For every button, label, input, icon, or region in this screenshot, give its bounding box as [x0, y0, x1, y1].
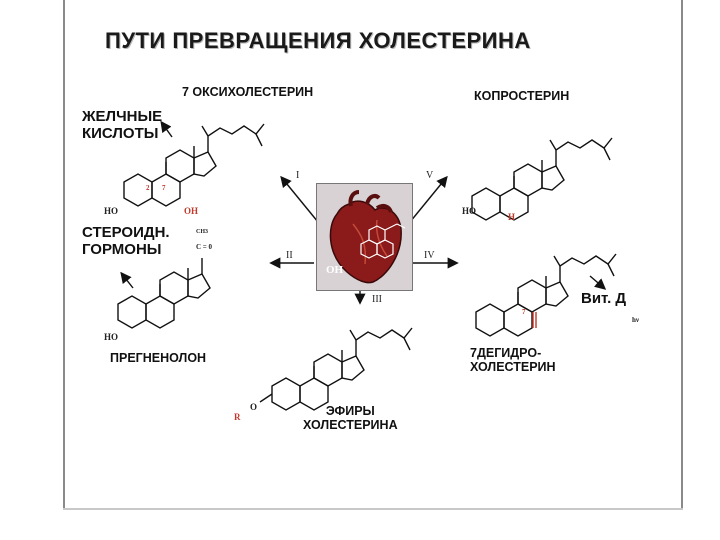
pathway-label-iii: III [372, 294, 382, 305]
label-steroid-hormones: СТЕРОИДН. ГОРМОНЫ [82, 224, 170, 259]
arrow-to-vitamin-d [589, 275, 607, 290]
oxychol-position-2: 2 [146, 184, 150, 192]
heart-oh-label: OH [326, 264, 344, 276]
molecule-7-dehydrocholesterol [475, 253, 617, 337]
arrow-path-i [280, 175, 319, 223]
molecule-cholesterol-ester [259, 327, 413, 411]
label-vitamin-d: Вит. Д [581, 290, 627, 307]
pathway-label-v: V [426, 170, 434, 181]
arrow-path-v [409, 175, 448, 223]
molecule-pregnenolone [117, 258, 211, 329]
heart-image-frame [316, 183, 413, 291]
molecule-7-oxycholesterol [123, 123, 265, 207]
pregnenolone-ho-label: HO [104, 332, 119, 342]
pathway-label-ii: II [286, 250, 293, 261]
molecule-coprosterol [471, 137, 613, 221]
pregnenolone-ch3-label: CH3 [196, 229, 208, 235]
slide-frame-right [681, 0, 683, 510]
label-7-oxycholesterol: 7 ОКСИХОЛЕСТЕРИН [182, 85, 314, 99]
pregnenolone-carbonyl-label: C = 0 [196, 243, 213, 251]
label-bile-acids: ЖЕЛЧНЫЕ КИСЛОТЫ [82, 108, 163, 143]
oxychol-oh-label: OH [184, 206, 199, 216]
label-7-dehydrocholesterol: 7ДЕГИДРО- ХОЛЕСТЕРИН [470, 346, 556, 375]
heart-icon [329, 190, 406, 284]
dehydrochol-position-7: 7 [522, 308, 526, 316]
slide-title: ПУТИ ПРЕВРАЩЕНИЯ ХОЛЕСТЕРИНА [105, 28, 531, 53]
label-coprosterol: КОПРОСТЕРИН [474, 89, 570, 103]
oxychol-ho-label: HO [104, 206, 119, 216]
coprosterol-ho-label: HO [462, 206, 477, 216]
slide-frame-left [63, 0, 65, 510]
coprosterol-h-label: H [508, 212, 516, 222]
label-cholesterol-esters: ЭФИРЫ ХОЛЕСТЕРИНА [303, 404, 398, 433]
ester-o-label: O [250, 402, 258, 412]
slide-frame-bottom [63, 508, 683, 510]
pathway-label-iv: IV [424, 250, 435, 261]
oxychol-position-7: 7 [162, 184, 166, 192]
dehydrochol-uv-label: hν [632, 316, 640, 324]
label-pregnenolone: ПРЕГНЕНОЛОН [110, 351, 207, 365]
arrow-to-bile-acids [160, 120, 173, 138]
ester-r-label: R [234, 412, 241, 422]
pathway-label-i: I [296, 170, 300, 181]
arrow-to-steroid-hormones [120, 271, 134, 289]
